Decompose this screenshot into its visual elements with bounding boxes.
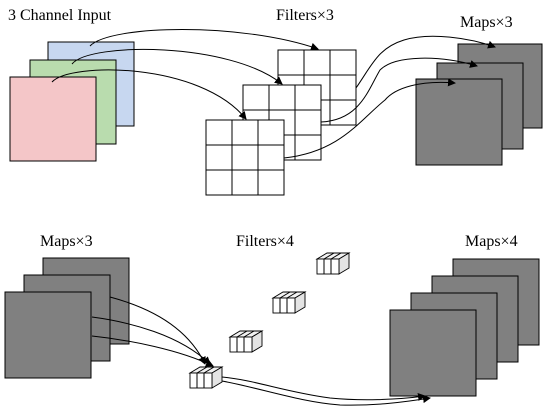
input-label: 3 Channel Input: [8, 7, 112, 24]
arrow-map-to-cuboid-2: [91, 316, 211, 365]
output-maps-label: Maps×4: [465, 233, 518, 250]
cuboid-filter-1: [315, 252, 351, 275]
arrow-cuboid-to-map-2: [221, 380, 431, 406]
arrow-cuboid-to-map-1: [221, 376, 426, 401]
top-filters-label: Filters×3: [276, 7, 334, 24]
input-channel-red: [9, 76, 97, 162]
arrow-filter-to-map-2: [320, 57, 478, 123]
arrow-channel-to-filter-1: [89, 29, 319, 51]
arrow-channel-to-filter-2: [71, 48, 283, 85]
top-maps-label: Maps×3: [460, 14, 513, 31]
arrow-filter-to-map-3: [283, 78, 456, 159]
input-maps-label: Maps×3: [40, 233, 93, 250]
cuboid-filter-4: [188, 366, 224, 389]
arrow-filter-to-map-1: [355, 35, 496, 89]
input-map-front: [4, 291, 92, 379]
arrow-map-to-cuboid-3: [91, 335, 214, 367]
output-map-1: [389, 309, 477, 397]
arrow-channel-to-filter-3: [51, 69, 247, 120]
cuboid-filter-3: [228, 330, 264, 353]
cuboid-filter-2: [271, 291, 307, 314]
arrow-map-to-cuboid-1: [109, 296, 206, 365]
bottom-filters-label: Filters×4: [236, 233, 294, 250]
output-map-front: [415, 78, 503, 166]
filter-grid-front: [205, 119, 285, 196]
